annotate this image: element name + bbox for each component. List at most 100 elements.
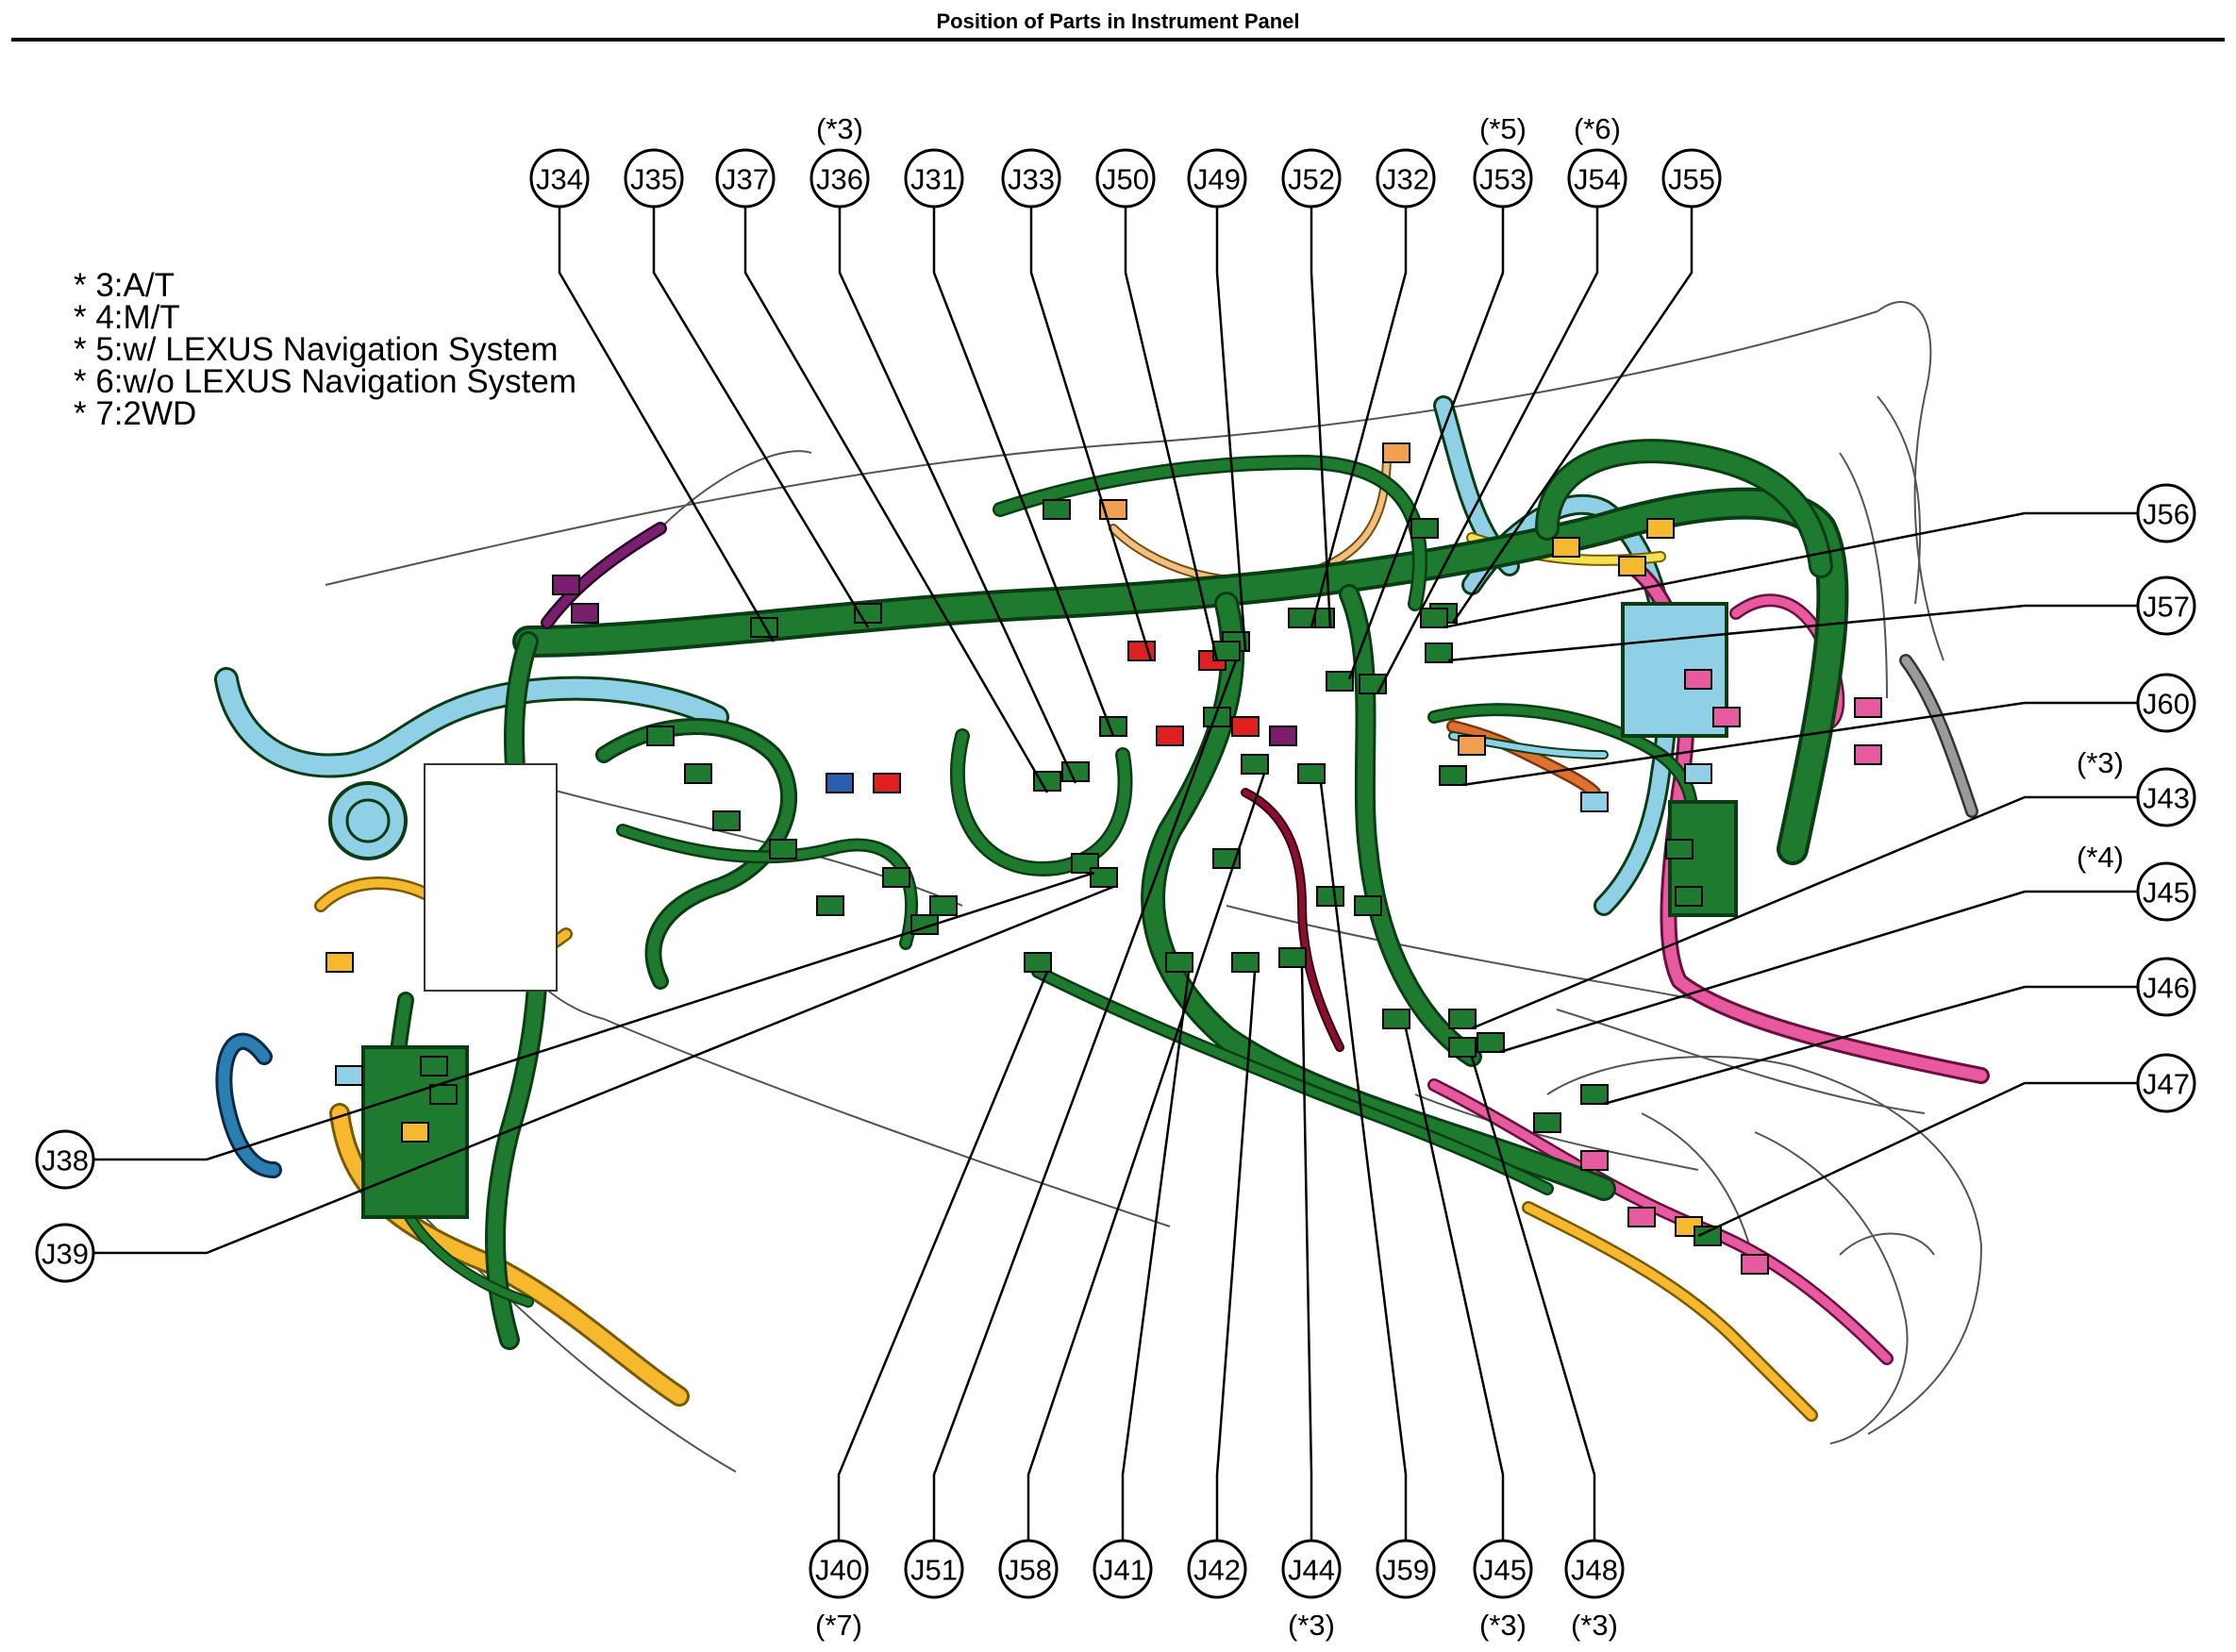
callout-j55: J55	[1661, 148, 1722, 209]
callout-j51: J51	[904, 1539, 964, 1599]
connector-block	[1382, 1009, 1410, 1029]
connector-block	[769, 839, 797, 859]
callout-circle	[1281, 1539, 1342, 1599]
leader-line-j45	[1404, 1027, 1505, 1541]
junction-block-left	[424, 763, 558, 992]
connector-block	[1458, 735, 1486, 756]
callout-label: J46	[2143, 972, 2190, 1005]
callout-j45: J45(*4)	[2077, 841, 2196, 922]
callout-circle	[2136, 1053, 2196, 1113]
connector-block	[1288, 608, 1316, 628]
leader-line-j45	[1499, 890, 2138, 1054]
leader-line-j49	[1215, 207, 1247, 652]
connector-block	[816, 895, 844, 916]
callout-note: (*3)	[1571, 1609, 1618, 1642]
connector-block	[1684, 763, 1712, 784]
callout-circle	[35, 1223, 95, 1283]
leader-lines	[93, 207, 2138, 1541]
harness-yellow-c	[1522, 1201, 1818, 1422]
connector-block	[1580, 1084, 1609, 1105]
callout-circle	[35, 1129, 95, 1190]
callout-label: J37	[722, 163, 769, 196]
leader-line-j31	[932, 207, 1115, 737]
callout-label: J49	[1193, 163, 1241, 196]
callout-circle	[529, 148, 590, 209]
leader-line-j58	[1026, 773, 1266, 1541]
leader-line-j32	[1310, 207, 1408, 628]
connector-group	[325, 442, 1882, 1275]
callout-label: J40	[815, 1554, 862, 1587]
connector-block	[684, 763, 712, 784]
callout-j31: J31	[904, 148, 964, 209]
connector-block	[1043, 499, 1071, 520]
connector-block	[873, 773, 901, 793]
leader-line-j38	[93, 871, 1095, 1161]
connector-block	[1269, 726, 1297, 746]
title-rule	[11, 38, 2225, 42]
callout-label: J36	[816, 163, 863, 196]
connector-block	[571, 603, 599, 624]
connector-block	[1854, 744, 1882, 765]
callout-j57: J57	[2136, 576, 2196, 636]
connector-block	[1212, 641, 1241, 661]
callout-label: J34	[536, 163, 583, 196]
callout-j36: J36(*3)	[809, 112, 870, 209]
leader-line-j44	[1300, 966, 1313, 1541]
connector-block	[1448, 1009, 1477, 1029]
leader-line-j56	[1443, 511, 2138, 629]
callout-j50: J50	[1095, 148, 1156, 209]
connector-block	[1316, 886, 1344, 907]
callout-circle	[2136, 957, 2196, 1017]
callout-label: J51	[910, 1554, 958, 1587]
callout-note: (*7)	[815, 1609, 862, 1642]
callout-label: J38	[42, 1144, 89, 1177]
footnote-6: * 6:w/o LEXUS Navigation System	[74, 363, 577, 400]
callout-j41: J41	[1093, 1539, 1153, 1599]
leader-line-j59	[1319, 782, 1408, 1541]
connector-block	[1580, 1150, 1609, 1171]
connector-block	[1646, 518, 1675, 539]
callout-label: J35	[630, 163, 677, 196]
connector-block	[325, 952, 354, 973]
callout-circle	[1376, 148, 1436, 209]
callout-label: J45	[2143, 876, 2190, 909]
leader-line-j55	[1451, 207, 1694, 624]
callout-circle	[809, 148, 870, 209]
connector-block	[1665, 839, 1694, 859]
grommet-left	[328, 781, 408, 860]
connector-block	[1297, 763, 1326, 784]
footnote-3: * 3:A/T	[74, 267, 175, 304]
callout-circle	[2136, 767, 2196, 827]
callout-circle	[1001, 148, 1061, 209]
callout-circle	[1567, 148, 1627, 209]
connector-block	[1694, 1226, 1722, 1246]
callout-j58: J58	[998, 1539, 1059, 1599]
leader-line-j42	[1215, 971, 1257, 1541]
connector-block	[1425, 642, 1453, 663]
connector-block	[1448, 1037, 1477, 1058]
callout-note: (*3)	[2077, 746, 2124, 779]
callout-label: J48	[1571, 1554, 1618, 1587]
callout-circle	[1187, 148, 1247, 209]
callout-circle	[1095, 148, 1156, 209]
connector-block	[1854, 697, 1882, 718]
callout-label: J47	[2143, 1068, 2190, 1101]
leader-line-j48	[1470, 1056, 1596, 1541]
callout-label: J39	[42, 1238, 89, 1271]
leader-line-j53	[1347, 207, 1505, 680]
connector-block	[1420, 608, 1448, 628]
connector-block	[1203, 707, 1231, 727]
leader-line-j43	[1471, 795, 2138, 1030]
connector-block	[552, 575, 580, 595]
connector-block	[1354, 895, 1382, 916]
leader-line-j36	[838, 207, 1077, 784]
connector-block	[1580, 792, 1609, 812]
leader-line-j54	[1376, 207, 1599, 694]
connector-block	[1675, 886, 1703, 907]
callout-j46: J46	[2136, 957, 2196, 1017]
callout-j33: J33	[1001, 148, 1061, 209]
connector-block	[1477, 1032, 1505, 1053]
callout-j44: J44(*3)	[1281, 1539, 1342, 1642]
callout-label: J33	[1008, 163, 1055, 196]
callout-j39: J39	[35, 1223, 95, 1283]
